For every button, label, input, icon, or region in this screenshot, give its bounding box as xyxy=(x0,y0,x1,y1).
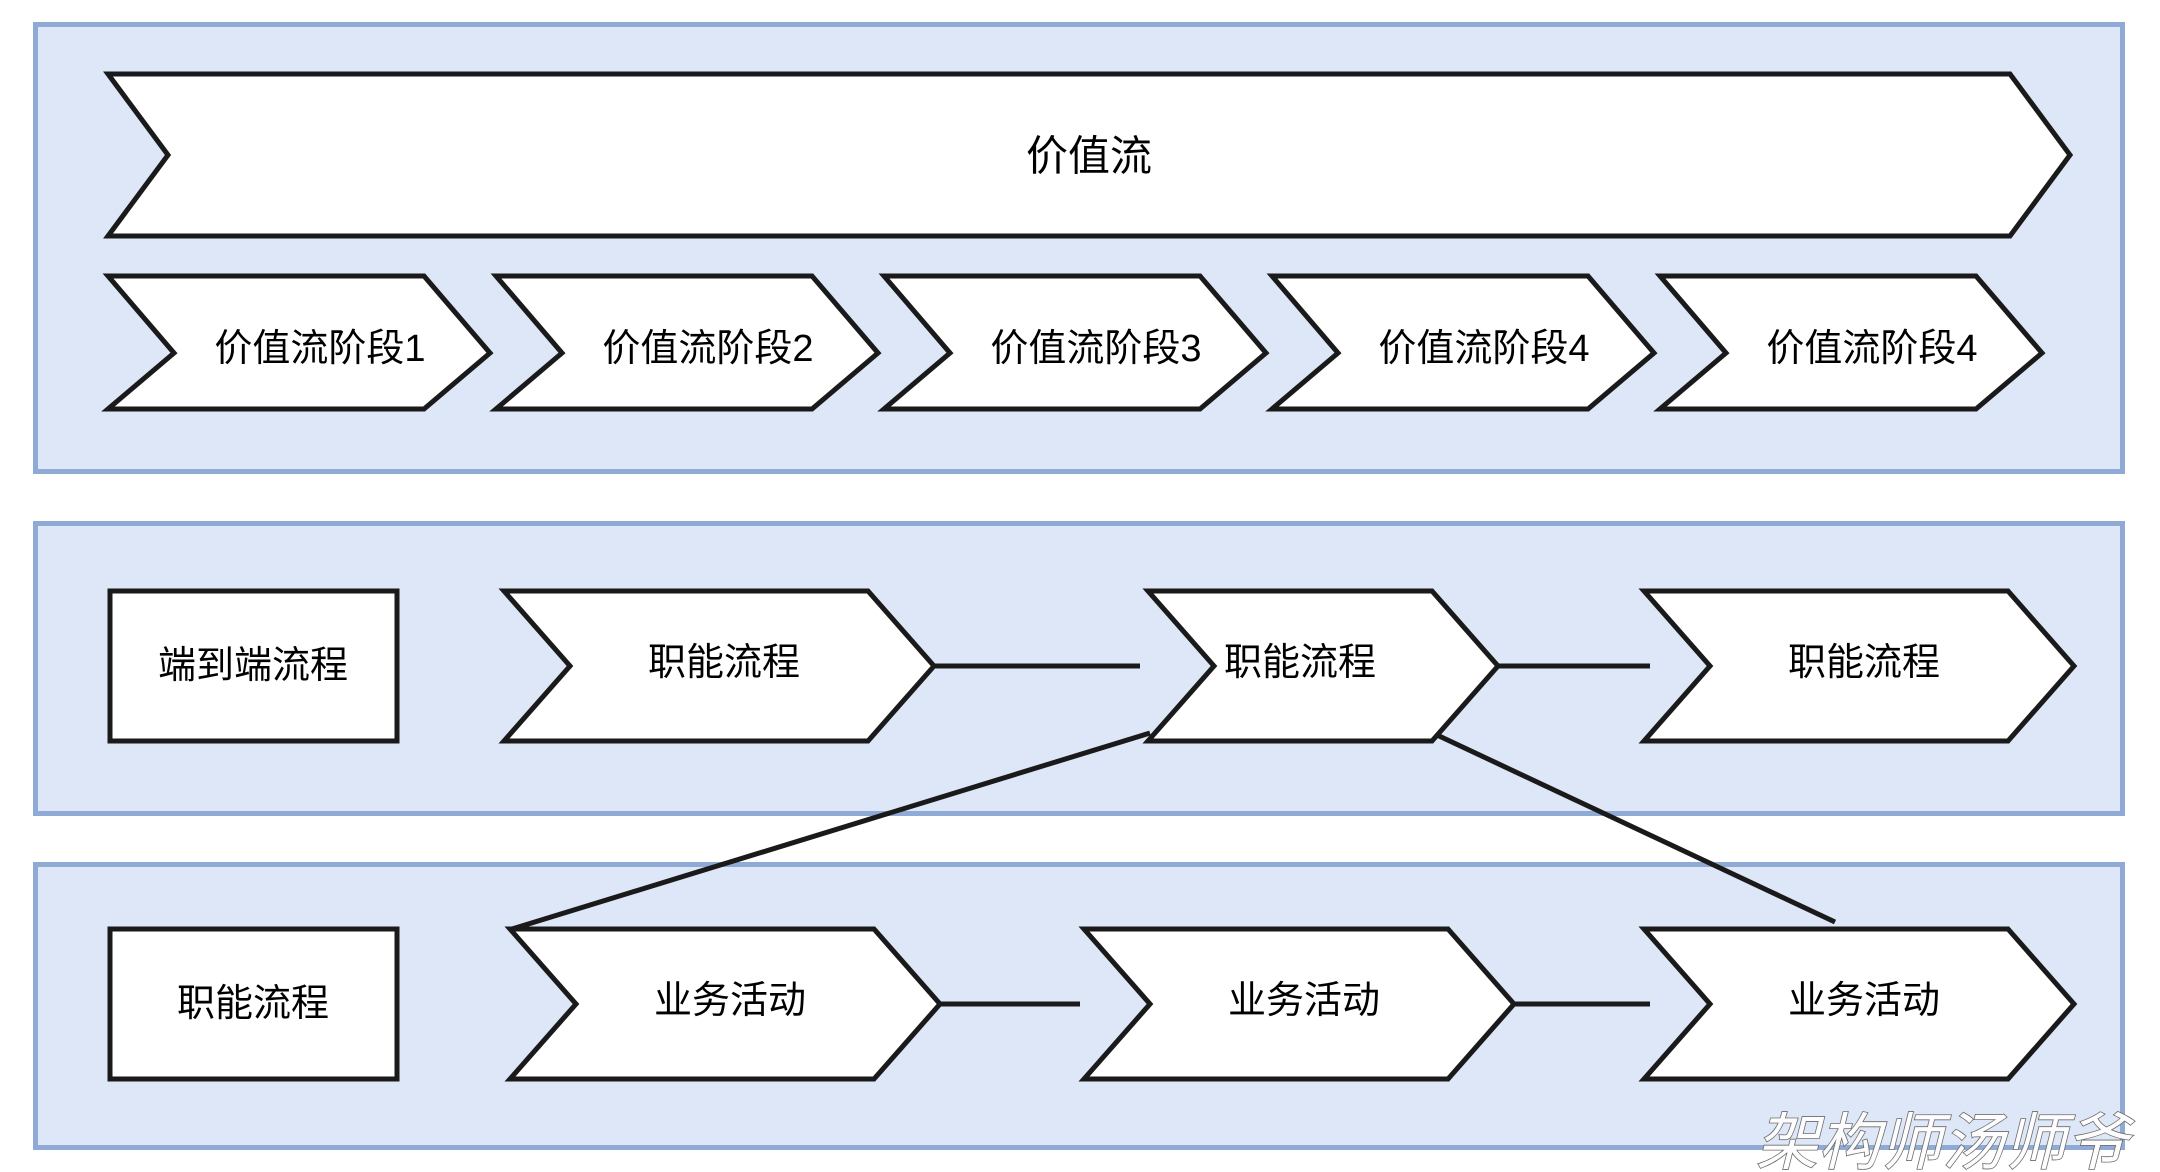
stage-chevron-3-label: 价值流阶段3 xyxy=(990,328,1201,370)
function-level-box[interactable]: 职能流程 xyxy=(107,926,400,1082)
value-stream-banner-label: 价值流 xyxy=(1026,133,1152,180)
function-process-node-3[interactable]: 职能流程 xyxy=(1638,588,2078,744)
stage-chevron-2-label: 价值流阶段2 xyxy=(602,328,813,370)
value-stream-banner-shape xyxy=(103,71,2074,239)
business-activity-node-1-shape xyxy=(504,926,944,1082)
stage-chevron-5-label: 价值流阶段4 xyxy=(1766,328,1977,370)
business-activity-node-2-shape xyxy=(1078,926,1518,1082)
function-process-node-2-shape xyxy=(1142,588,1502,744)
function-process-node-1-label: 职能流程 xyxy=(648,642,800,684)
function-level-box-shape xyxy=(107,926,400,1082)
stage-chevron-2[interactable]: 价值流阶段2 xyxy=(489,273,882,412)
end-to-end-row: 端到端流程 职能流程 职能流程 职能流程 xyxy=(107,588,2078,932)
stage-chevron-3-shape xyxy=(877,273,1270,412)
stage-chevron-2-shape xyxy=(489,273,882,412)
stage-chevron-5-shape xyxy=(1653,273,2046,412)
business-activity-node-1[interactable]: 业务活动 xyxy=(504,926,944,1082)
end-to-end-box-shape xyxy=(107,588,400,744)
stage-chevron-3[interactable]: 价值流阶段3 xyxy=(877,273,1270,412)
business-activity-node-3[interactable]: 业务活动 xyxy=(1638,926,2078,1082)
business-activity-node-2[interactable]: 业务活动 xyxy=(1078,926,1518,1082)
business-activity-node-3-label: 业务活动 xyxy=(1788,980,1940,1022)
function-process-node-2[interactable]: 职能流程 xyxy=(1142,588,1502,744)
stage-chevron-1-label: 价值流阶段1 xyxy=(214,328,425,370)
stage-chevron-4[interactable]: 价值流阶段4 xyxy=(1265,273,1658,412)
value-stream-stages: 价值流阶段1 价值流阶段2 价值流阶段3 价值流阶段4 价值流阶段4 xyxy=(101,273,2046,412)
value-stream-banner[interactable]: 价值流 xyxy=(103,71,2074,239)
function-process-node-1[interactable]: 职能流程 xyxy=(498,588,938,744)
stage-chevron-4-label: 价值流阶段4 xyxy=(1378,328,1589,370)
business-activity-node-3-shape xyxy=(1638,926,2078,1082)
end-to-end-box-label: 端到端流程 xyxy=(158,645,348,687)
function-process-node-2-label: 职能流程 xyxy=(1224,642,1376,684)
stage-chevron-5[interactable]: 价值流阶段4 xyxy=(1653,273,2046,412)
connector-func-2-to-activity-3 xyxy=(1435,732,1837,925)
function-process-node-3-shape xyxy=(1638,588,2078,744)
end-to-end-box[interactable]: 端到端流程 xyxy=(107,588,400,744)
function-process-node-1-shape xyxy=(498,588,938,744)
business-activity-node-2-label: 业务活动 xyxy=(1228,980,1380,1022)
watermark-label: 架构师汤师爷 xyxy=(1756,1110,2135,1172)
stage-chevron-1-shape xyxy=(101,273,494,412)
function-level-box-label: 职能流程 xyxy=(177,983,329,1025)
function-process-node-3-label: 职能流程 xyxy=(1788,642,1940,684)
stage-chevron-4-shape xyxy=(1265,273,1658,412)
business-activity-node-1-label: 业务活动 xyxy=(654,980,806,1022)
stage-chevron-1[interactable]: 价值流阶段1 xyxy=(101,273,494,412)
function-level-row: 职能流程 业务活动 业务活动 业务活动 xyxy=(107,926,2078,1082)
connector-func-2-to-activity-1 xyxy=(511,730,1151,932)
